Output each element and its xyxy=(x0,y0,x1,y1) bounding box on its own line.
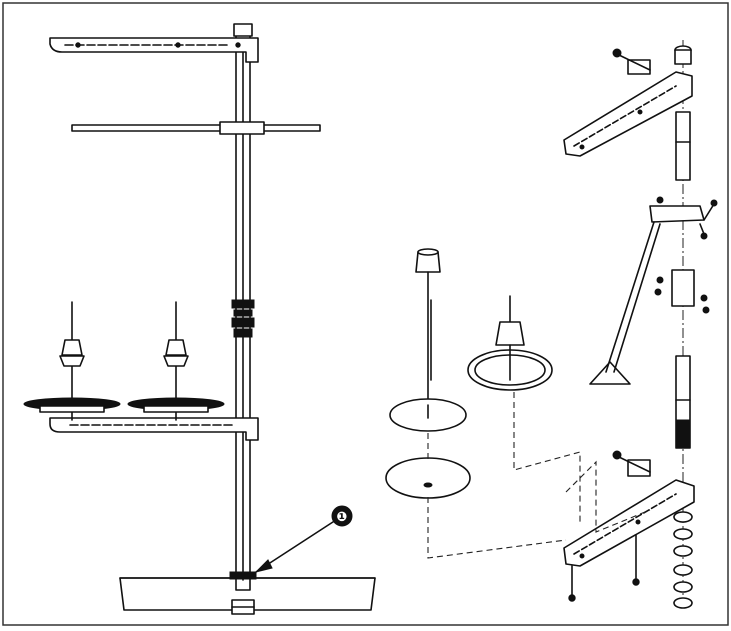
triangle-thread-rod xyxy=(589,221,661,385)
spool-pin xyxy=(415,248,441,413)
washer-nut-stack xyxy=(673,511,693,609)
assembly-guide-lines xyxy=(427,392,651,559)
upper-guide-arm xyxy=(563,71,693,157)
middle-coupler xyxy=(654,269,710,314)
lower-clip-bolt xyxy=(612,450,651,477)
spool-base-arm xyxy=(49,417,259,441)
base-arm xyxy=(563,479,695,567)
base-screws xyxy=(568,534,640,602)
assembled-thread-stand: ❶ xyxy=(23,23,376,615)
spool-disc-lower xyxy=(385,457,471,499)
top-thread-guide-arm xyxy=(49,37,259,63)
spool-holder-right xyxy=(127,301,225,421)
top-cap xyxy=(674,45,692,65)
lower-pole xyxy=(675,355,691,449)
callout-1-label: ❶ xyxy=(336,510,347,525)
exploded-view xyxy=(385,40,718,609)
top-clip-bolt xyxy=(612,48,651,75)
junction-bracket xyxy=(649,196,718,240)
spool-mat-holder xyxy=(467,295,553,391)
callout-1: ❶ xyxy=(254,505,353,573)
spool-disc-upper xyxy=(389,398,467,432)
spool-holder-left xyxy=(23,301,121,421)
stand-pole xyxy=(229,23,257,615)
cross-rod xyxy=(71,121,321,135)
upper-pole xyxy=(675,111,691,181)
